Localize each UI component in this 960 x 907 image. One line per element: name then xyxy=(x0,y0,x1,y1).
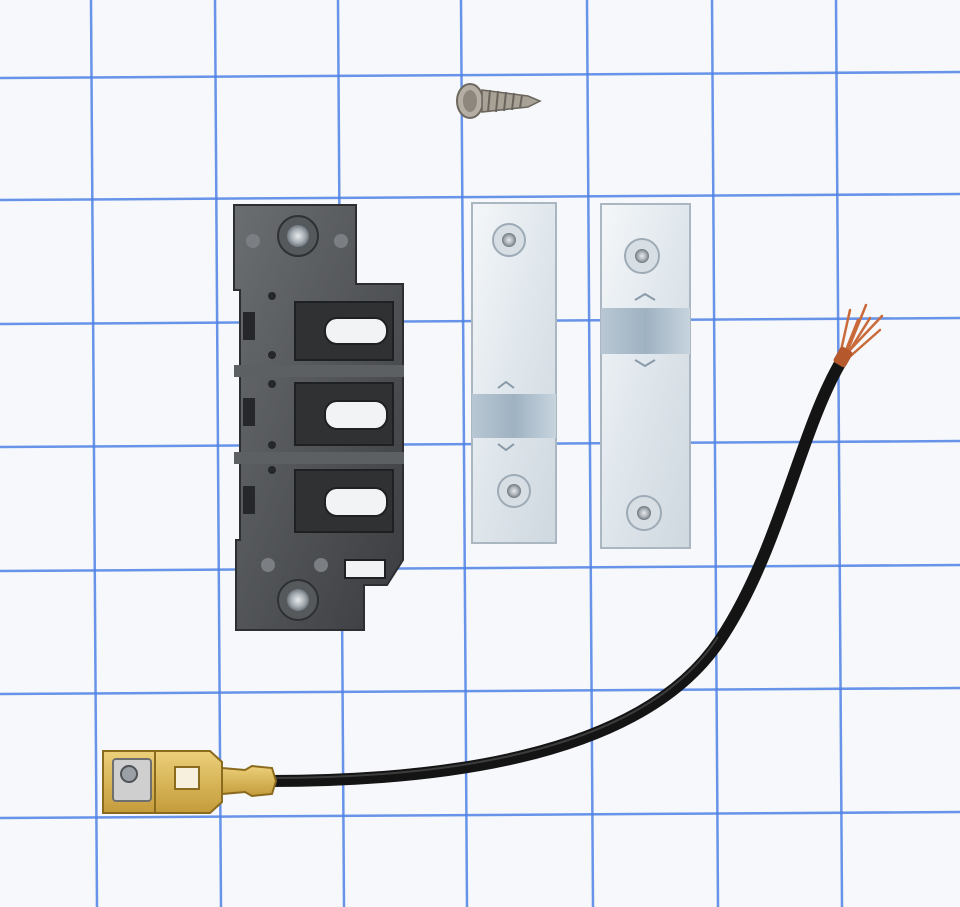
grid-line-horizontal xyxy=(0,563,960,573)
grid-line-vertical xyxy=(585,0,595,907)
grid-line-vertical xyxy=(459,0,469,907)
terminal-slot xyxy=(294,382,394,446)
terminal-slot xyxy=(294,469,394,533)
mounting-strap-left xyxy=(471,202,557,544)
grid-line-horizontal xyxy=(0,686,960,696)
grid-line-horizontal xyxy=(0,70,960,80)
terminal-screw xyxy=(120,765,138,783)
grid-line-horizontal xyxy=(0,810,960,820)
ground-wire xyxy=(264,303,884,787)
grid-line-vertical xyxy=(710,0,720,907)
grid-line-vertical xyxy=(213,0,223,907)
grid-line-vertical xyxy=(834,0,844,907)
ring-terminal xyxy=(102,750,278,814)
grid-line-vertical xyxy=(89,0,99,907)
terminal-block xyxy=(233,204,404,631)
terminal-slot xyxy=(294,301,394,361)
grid-line-horizontal xyxy=(0,192,960,202)
screw xyxy=(456,83,542,119)
mounting-strap-right xyxy=(600,203,691,549)
